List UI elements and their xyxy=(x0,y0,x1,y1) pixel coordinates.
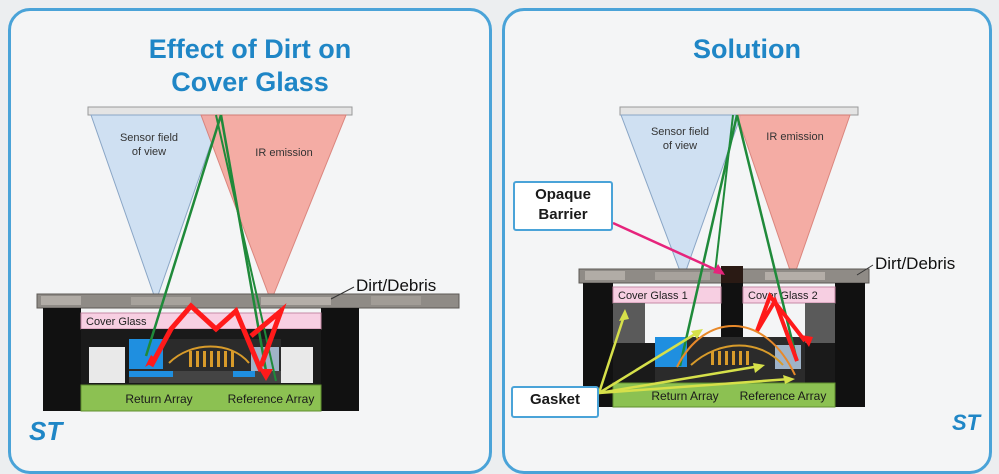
dirt-speck xyxy=(131,297,191,305)
left-title-line1: Effect of Dirt on xyxy=(148,34,352,64)
left-panel-title: Effect of Dirt on Cover Glass xyxy=(11,33,489,99)
red-reflection xyxy=(148,302,264,372)
green-ray xyxy=(714,114,734,274)
red-arrowhead xyxy=(145,355,157,367)
dirt-effect-diagram: Sensor field of view IR emission Dirt/De… xyxy=(36,106,460,412)
gasket-right xyxy=(805,303,835,343)
opaque-barrier-top xyxy=(721,266,743,284)
wire-bonds xyxy=(711,351,749,365)
cover-glass-2-label: Cover Glass 2 xyxy=(748,290,818,302)
red-reflection xyxy=(249,303,287,367)
dirt-speck xyxy=(585,271,625,280)
gasket-callout: Gasket xyxy=(511,386,599,418)
orange-ray xyxy=(676,325,796,376)
barrier-pointer xyxy=(612,221,724,275)
red-arrowhead xyxy=(259,369,273,381)
red-arrowhead xyxy=(801,335,813,347)
return-array-chip xyxy=(129,371,173,377)
st-logo: ST xyxy=(29,416,63,446)
sensor-fov-label-2: of view xyxy=(663,140,697,152)
dirt-speck xyxy=(655,272,710,280)
sensor-fov-label-2: of view xyxy=(132,146,166,158)
sensor-fov-label-1: Sensor field xyxy=(120,132,178,144)
dirt-leader-line xyxy=(330,286,355,300)
st-logo: ST xyxy=(952,410,981,435)
barrier-pointer-head xyxy=(713,264,725,275)
ir-cone xyxy=(736,114,851,281)
reference-array-chip xyxy=(233,371,255,377)
housing-right-wall xyxy=(835,283,865,407)
solution-diagram: Sensor field of view IR emission Dirt/De… xyxy=(578,106,955,408)
opaque-barrier xyxy=(721,283,743,353)
sensor-cone xyxy=(620,114,742,281)
dirt-leader-line xyxy=(856,264,874,276)
housing-right-wall xyxy=(321,308,359,411)
green-ray xyxy=(144,114,223,357)
dirt-debris-label: Dirt/Debris xyxy=(356,276,436,295)
ir-emission-label: IR emission xyxy=(766,131,823,143)
ir-emission-label: IR emission xyxy=(255,147,312,159)
left-title-line2: Cover Glass xyxy=(171,67,329,97)
return-array-label: Return Array xyxy=(125,392,192,406)
return-array-label: Return Array xyxy=(651,389,718,403)
callout-barrier-line2: Barrier xyxy=(538,206,588,223)
sensor-fov-label-1: Sensor field xyxy=(651,126,709,138)
cover-glass-2 xyxy=(742,286,836,304)
dirt-debris-label: Dirt/Debris xyxy=(875,254,955,273)
gasket-arrows xyxy=(597,312,791,395)
top-glass xyxy=(619,106,859,116)
dirt-speck xyxy=(261,297,331,305)
gasket-arrowheads xyxy=(619,309,795,384)
wire-bonds xyxy=(189,351,234,367)
pcb xyxy=(80,384,322,412)
inner-cavity-right xyxy=(277,347,313,383)
wire-arc xyxy=(690,344,784,366)
cover-glass-1-label: Cover Glass 1 xyxy=(618,290,688,302)
opaque-barrier-callout: Opaque Barrier xyxy=(513,181,613,231)
housing-left-wall xyxy=(43,308,81,411)
dirt-speck xyxy=(41,296,81,305)
dirt-speck xyxy=(371,296,421,305)
reference-array-label: Reference Array xyxy=(740,389,827,403)
reference-array-label: Reference Array xyxy=(228,392,315,406)
left-panel: Effect of Dirt on Cover Glass Sensor fie… xyxy=(8,8,492,474)
inner-cavity-left xyxy=(89,347,125,383)
right-panel: Solution Sensor field of view IR emissio… xyxy=(502,8,992,474)
top-glass xyxy=(87,106,353,116)
green-ray xyxy=(215,114,277,382)
cover-glass-label: Cover Glass xyxy=(86,316,147,328)
sensor-cone xyxy=(90,114,222,303)
right-panel-title: Solution xyxy=(693,34,801,64)
callout-barrier-line1: Opaque xyxy=(535,186,591,203)
wire-arc xyxy=(168,345,250,364)
dirt-speck xyxy=(765,272,825,280)
